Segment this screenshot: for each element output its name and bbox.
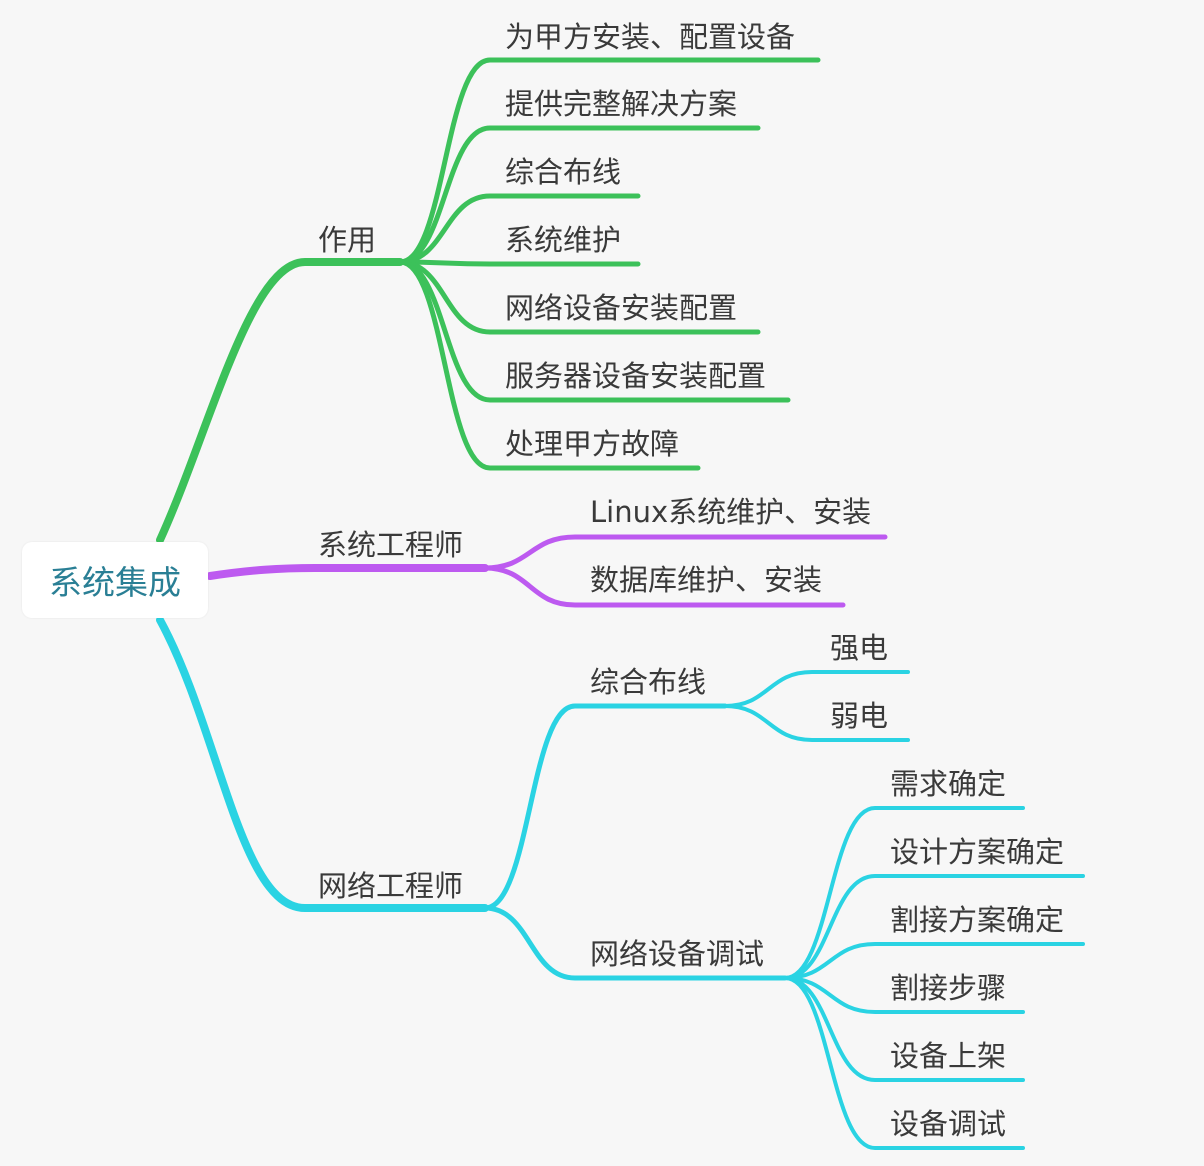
branch-net-engineer[interactable]: 网络工程师 [318,869,464,903]
role-item[interactable]: 为甲方安装、配置设备 [505,20,796,54]
edge-net-engineer-cabling [482,703,728,911]
edge-root-role [156,258,404,544]
debugging-item[interactable]: 需求确定 [890,767,1007,801]
net-branch-debugging[interactable]: 网络设备调试 [590,937,765,971]
branch-sys-engineer[interactable]: 系统工程师 [318,528,464,562]
role-item[interactable]: 综合布线 [505,155,622,189]
role-item[interactable]: 网络设备安装配置 [505,291,738,325]
edge-role-item [397,259,701,471]
net-branch-cabling[interactable]: 综合布线 [590,665,707,699]
edge-net-engineer-debugging [482,905,788,981]
edge-role-item [397,259,641,267]
debugging-item[interactable]: 设备上架 [890,1039,1007,1073]
debugging-item[interactable]: 割接步骤 [890,971,1007,1005]
edge-role-item [397,193,641,265]
role-item[interactable]: 处理甲方故障 [505,427,680,461]
debugging-item[interactable]: 设计方案确定 [890,835,1065,869]
role-item[interactable]: 提供完整解决方案 [505,87,738,121]
edge-debugging-item [783,942,1085,980]
edge-sys-engineer-item [482,565,846,608]
edge-cabling-item [723,704,910,742]
sys-engineer-item[interactable]: 数据库维护、安装 [590,563,823,597]
edge-root-sys-engineer [206,564,489,580]
sys-engineer-item[interactable]: Linux系统维护、安装 [590,495,872,529]
edge-debugging-item [783,976,1025,1014]
root-node-label: 系统集成 [49,563,181,602]
edge-root-net-engineer [156,616,489,912]
edge-debugging-item [783,976,1025,1082]
debugging-item[interactable]: 设备调试 [890,1107,1007,1141]
cabling-item[interactable]: 弱电 [830,699,889,733]
edge-cabling-item [723,670,910,708]
branch-role[interactable]: 作用 [318,223,377,257]
debugging-item[interactable]: 割接方案确定 [890,903,1065,937]
root-node[interactable]: 系统集成 [22,542,208,618]
cabling-item[interactable]: 强电 [830,631,889,665]
edge-role-item [397,57,821,265]
edge-debugging-item [783,874,1085,980]
role-item[interactable]: 系统维护 [505,223,622,257]
edge-debugging-item [783,976,1025,1150]
role-item[interactable]: 服务器设备安装配置 [505,359,767,393]
edge-role-item [397,125,761,265]
edge-debugging-item [783,806,1025,980]
edge-sys-engineer-item [482,534,888,571]
